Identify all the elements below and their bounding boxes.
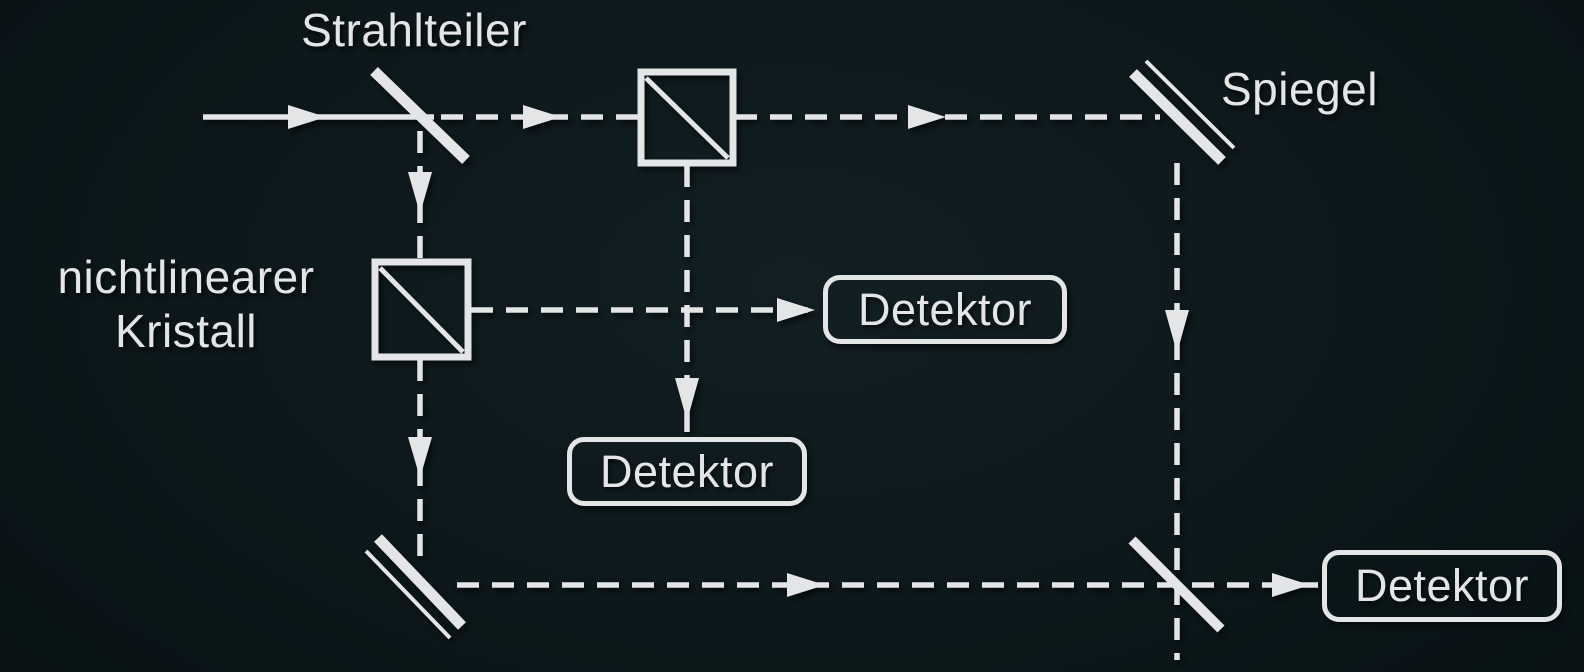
arrowhead-crystal-right <box>777 298 815 322</box>
detector-label: Detektor <box>857 283 1033 335</box>
nonlinear-crystal-label: nichtlinearer Kristall <box>18 250 354 359</box>
arrowhead-bottom-mid-right <box>787 573 825 597</box>
nonlinear-crystal-cube <box>371 258 472 361</box>
mirror-label: Spiegel <box>1221 63 1378 115</box>
arrowhead-mirror-down <box>1165 310 1189 353</box>
beam-splitter-label: Strahlteiler <box>301 4 527 56</box>
mirror-bottom-left <box>364 534 466 640</box>
detector-label: Detektor <box>1354 560 1530 611</box>
nonlinear-crystal-label-line2: Kristall <box>114 305 258 358</box>
detector-label: Detektor <box>599 445 775 497</box>
detector-box-lower-middle: Detektor <box>567 437 807 506</box>
detector-box-bottom-right: Detektor <box>1322 550 1562 622</box>
arrowhead-splitter-down <box>408 172 432 214</box>
beamsplitter-plate <box>370 67 470 164</box>
nonlinear-crystal-label-line1: nichtlinearer <box>57 251 315 303</box>
arrowhead-after-splitter-right <box>523 105 561 129</box>
arrowhead-bottom-end-right <box>1272 573 1310 597</box>
arrowhead-crystal-down <box>408 437 432 478</box>
beamsplitter-cube <box>637 68 737 167</box>
arrowhead-cube-down <box>675 378 699 421</box>
arrowhead-input-right <box>288 105 326 129</box>
mirror-top-right <box>1129 59 1236 165</box>
arrowhead-to-mirror-right <box>908 105 946 129</box>
beamsplitter-bottom-right <box>1128 536 1225 633</box>
detector-box-middle: Detektor <box>823 275 1067 344</box>
